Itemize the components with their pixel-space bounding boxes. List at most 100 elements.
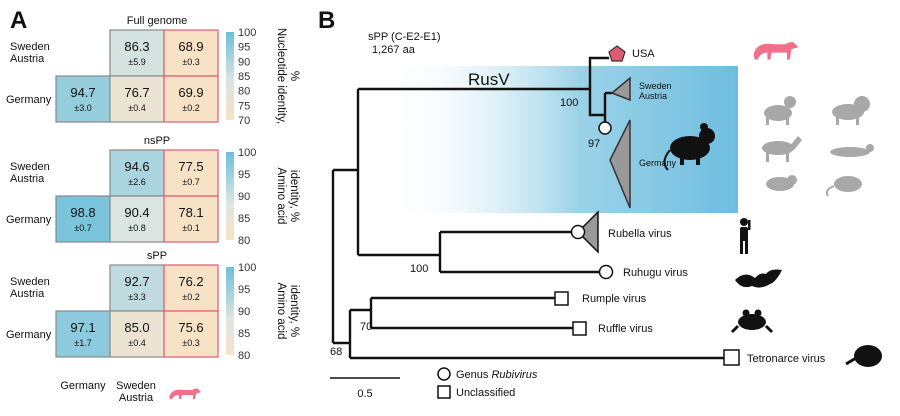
panel-a-label: A [10, 7, 27, 34]
color-scale-tick: 85 [238, 328, 250, 340]
cell-value: 68.9 [178, 39, 203, 54]
identity-cell [163, 195, 219, 243]
panel-b-label: B [318, 7, 335, 34]
bootstrap-rumple-ruffle: 70 [360, 321, 372, 333]
cat-icon [764, 96, 796, 125]
cell-sd: ±2.6 [128, 177, 145, 187]
row-label-germany: Germany [6, 94, 52, 106]
identity-block-spp: sPP92.7±3.376.2±0.297.1±1.785.0±0.475.6±… [6, 250, 300, 362]
legend-square-icon [437, 385, 451, 399]
cell-sd: ±0.8 [128, 223, 145, 233]
cell-value: 69.9 [178, 85, 203, 100]
bootstrap-root: 68 [330, 346, 342, 358]
cell-sd: ±3.3 [128, 292, 145, 302]
color-scale-tick: 95 [238, 42, 250, 54]
color-scale-label: Amino acididentity, % [275, 283, 300, 340]
cell-sd: ±5.9 [128, 57, 145, 67]
phylogenetic-tree [331, 56, 730, 360]
cell-sd: ±0.2 [182, 103, 199, 113]
block-title: Full genome [127, 15, 188, 27]
cell-sd: ±0.1 [182, 223, 199, 233]
identity-cell [163, 29, 219, 77]
identity-cell [109, 149, 165, 197]
unclassified-node-square [572, 321, 587, 336]
bootstrap-germany-node: 97 [588, 138, 600, 150]
identity-cell [55, 310, 111, 358]
identity-cell [163, 264, 219, 312]
cell-value: 85.0 [124, 320, 149, 335]
identity-cell [55, 75, 111, 123]
color-scale-label: Nucleotide identity,% [275, 28, 300, 124]
rodent-icon [766, 175, 797, 191]
bat-icon [735, 269, 782, 288]
color-scale-tick: 100 [238, 147, 256, 159]
cell-value: 94.6 [124, 159, 149, 174]
color-scale-tick: 80 [238, 235, 250, 247]
color-scale-tick: 80 [238, 86, 250, 98]
cell-value: 86.3 [124, 39, 149, 54]
row-label-germany: Germany [6, 214, 52, 226]
identity-blocks: Full genome86.3±5.968.9±0.394.7±3.076.7±… [6, 15, 300, 362]
cell-value: 75.6 [178, 320, 203, 335]
rubivirus-node-circle [598, 264, 614, 280]
color-scale-tick: 90 [238, 306, 250, 318]
column-label-germany: Germany [60, 380, 106, 392]
cell-value: 98.8 [70, 205, 95, 220]
identity-cell [109, 195, 165, 243]
legend-rubivirus: Genus Rubivirus [456, 369, 538, 381]
legend-unclassified: Unclassified [456, 387, 515, 399]
taxon-ruhugu-virus: Ruhugu virus [623, 267, 688, 279]
block-title: sPP [147, 250, 167, 262]
cell-sd: ±0.7 [74, 223, 91, 233]
color-scale-bar [226, 152, 234, 240]
color-scale-tick: 85 [238, 71, 250, 83]
ray-fish-icon [845, 345, 882, 367]
rubivirus-node-circle [598, 121, 612, 135]
color-scale-tick: 90 [238, 56, 250, 68]
row-label-germany: Germany [6, 329, 52, 341]
color-scale-tick: 95 [238, 169, 250, 181]
cell-value: 76.2 [178, 274, 203, 289]
color-scale-tick: 100 [238, 262, 256, 274]
toad-icon [730, 309, 774, 334]
color-scale-tick: 80 [238, 350, 250, 362]
color-scale-tick: 85 [238, 213, 250, 225]
rat-icon [663, 123, 715, 171]
identity-block-nspp: nsPP94.6±2.677.5±0.798.8±0.790.4±0.878.1… [6, 135, 300, 247]
identity-cell [163, 310, 219, 358]
cell-value: 94.7 [70, 85, 95, 100]
unclassified-node-square [554, 291, 569, 306]
color-scale-bar [226, 32, 234, 120]
identity-cell [109, 29, 165, 77]
cell-value: 77.5 [178, 159, 203, 174]
cell-sd: ±0.3 [182, 338, 199, 348]
cell-sd: ±1.7 [74, 338, 91, 348]
usa-pentagon-marker [608, 45, 626, 62]
taxon-germany: Germany [639, 158, 677, 168]
color-scale-tick: 70 [238, 115, 250, 127]
tree-title-line1: sPP (C-E2-E1) [368, 31, 441, 43]
tree-title-line2: 1,267 aa [372, 44, 416, 56]
rusv-clade-label: RusV [468, 70, 510, 89]
scale-bar-label: 0.5 [357, 388, 372, 400]
color-scale-label: Amino acididentity, % [275, 168, 300, 225]
ferret-icon [830, 144, 874, 157]
bootstrap-rusv: 100 [560, 97, 578, 109]
cell-value: 97.1 [70, 320, 95, 335]
color-scale-bar [226, 267, 234, 355]
taxon-ruffle-virus: Ruffle virus [598, 323, 653, 335]
cell-sd: ±0.3 [182, 57, 199, 67]
taxon-rubella-virus: Rubella virus [608, 228, 672, 240]
bootstrap-rubella-ruhugu: 100 [410, 263, 428, 275]
identity-cell [163, 75, 219, 123]
identity-cell [55, 195, 111, 243]
cell-sd: ±0.4 [128, 103, 145, 113]
host-animals-gray [762, 96, 874, 197]
block-title: nsPP [144, 135, 170, 147]
germany-clade-triangle [609, 119, 631, 209]
